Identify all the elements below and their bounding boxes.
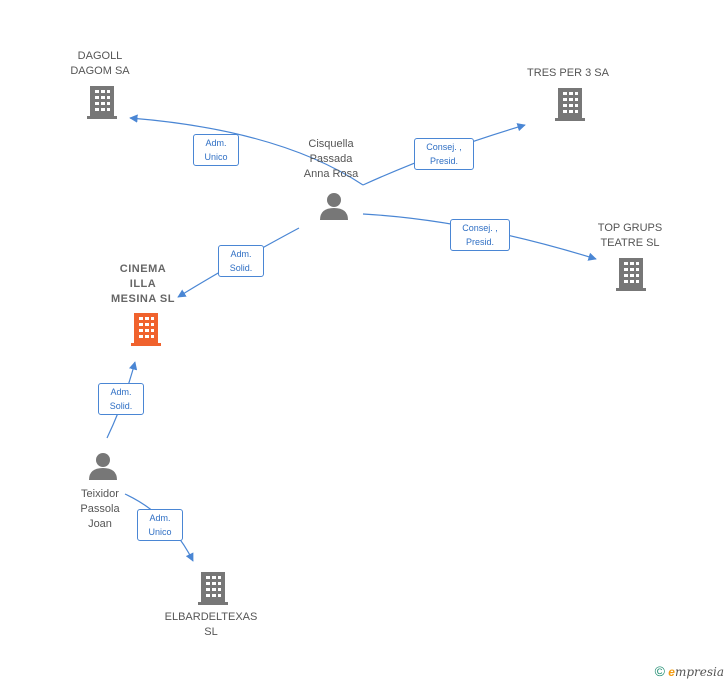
node-label-cinema[interactable]: CINEMA ILLA MESINA SL [111,263,175,305]
edge-cisquella-dagoll [129,114,364,186]
building-icon-cinema [131,313,161,346]
copyright-symbol: © [654,663,665,679]
building-icon-dagoll [87,86,117,119]
building-icon-topgrups [616,258,646,291]
node-label-teixidor[interactable]: Teixidor Passola Joan [80,488,120,530]
node-label-elbardel[interactable]: ELBARDELTEXAS SL [164,611,258,638]
empresia-logo: © empresia [655,663,724,679]
building-icon-tres [555,88,585,121]
brand-name: mpresia [674,665,724,679]
node-label-cisquella[interactable]: Cisquella Passada Anna Rosa [303,138,359,180]
building-icon-elbardel [198,572,228,605]
edge-label-consej-presid-2: Consej. , Presid. [450,219,510,251]
edge-label-consej-presid-1: Consej. , Presid. [414,138,474,170]
node-label-tres[interactable]: TRES PER 3 SA [527,67,609,79]
person-icon-cisquella [320,193,348,220]
node-label-topgrups[interactable]: TOP GRUPS TEATRE SL [597,222,663,249]
edge-label-adm-unico-2: Adm. Unico [137,509,183,541]
brand-e: e [668,665,675,679]
person-icon-teixidor [89,453,117,480]
edge-label-adm-unico-1: Adm. Unico [193,134,239,166]
edge-label-adm-solid-1: Adm. Solid. [218,245,264,277]
node-label-dagoll[interactable]: DAGOLL DAGOM SA [70,50,130,77]
edge-label-adm-solid-2: Adm. Solid. [98,383,144,415]
